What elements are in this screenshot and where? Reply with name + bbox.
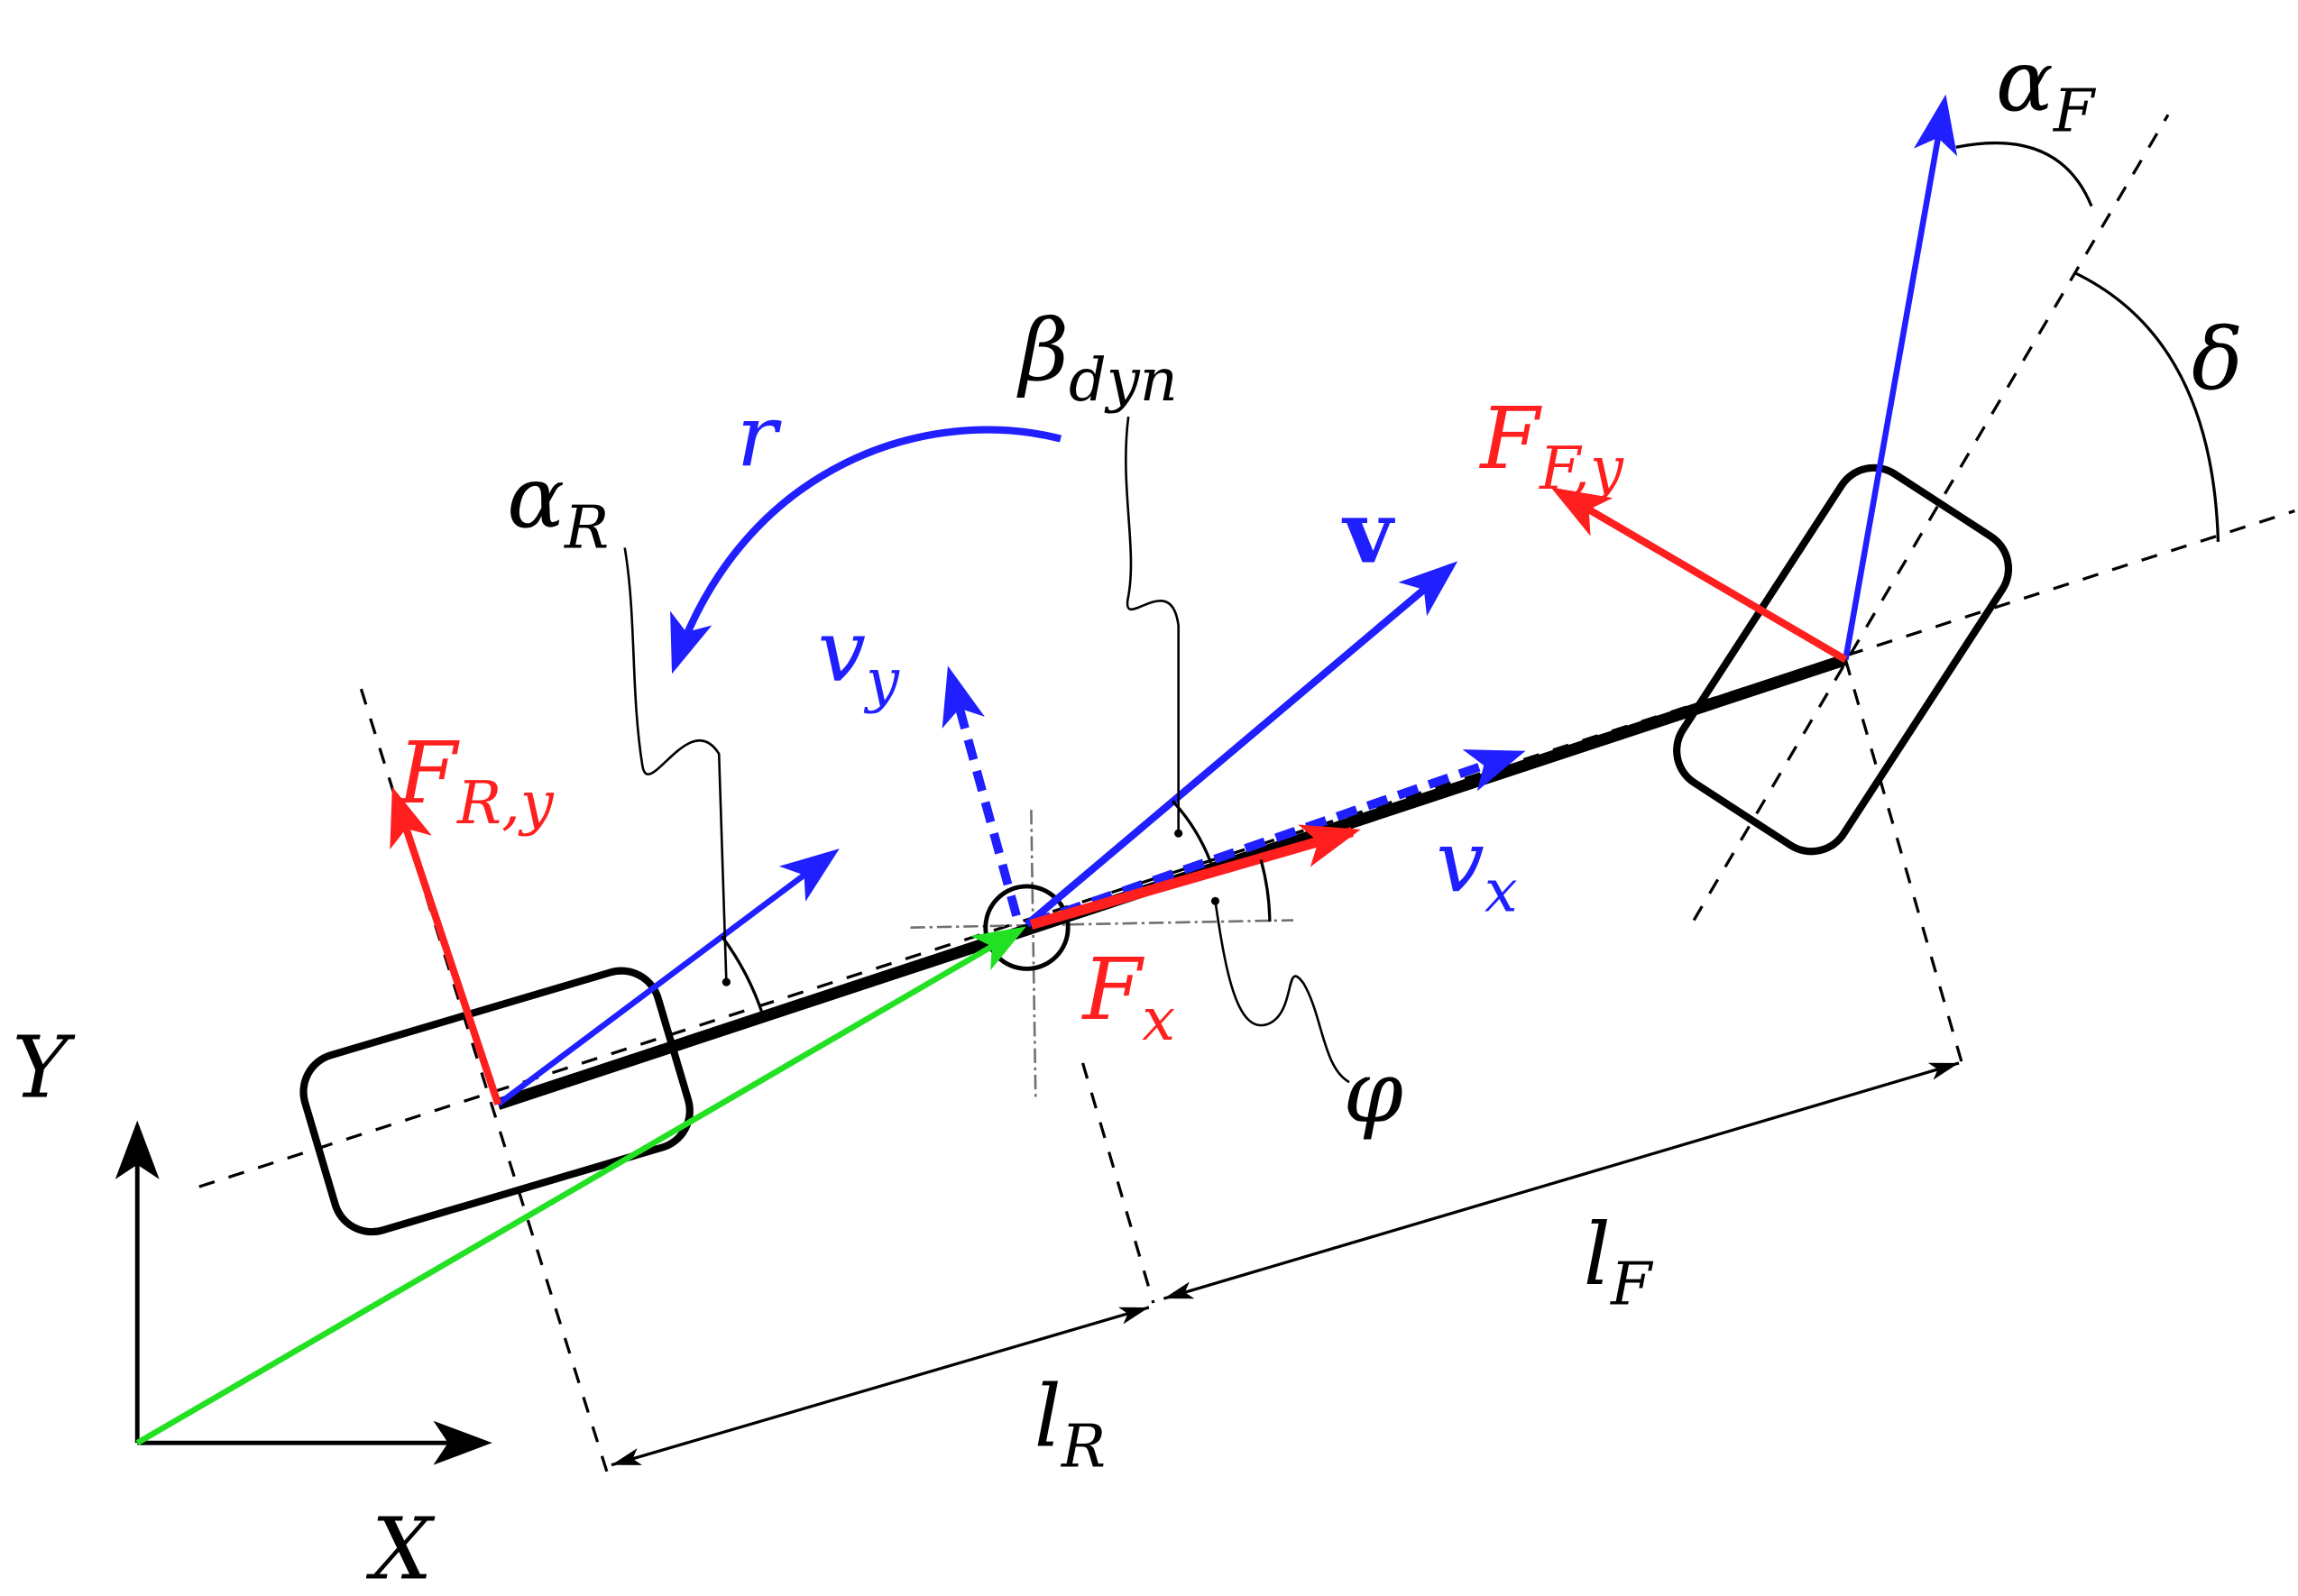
delta-symbol: δ bbox=[2192, 310, 2243, 409]
yaw-rate-label: r bbox=[737, 387, 782, 486]
rear-length-dimension-arrow bbox=[611, 1306, 1150, 1467]
beta-subscript: dyn bbox=[1069, 346, 1178, 415]
alpha-r-label: αR bbox=[507, 449, 609, 563]
front-length-subscript: F bbox=[1610, 1251, 1654, 1319]
alpha-f-angle-arc bbox=[1955, 141, 2093, 207]
x-axis-symbol: X bbox=[365, 1500, 436, 1596]
alpha-r-subscript: R bbox=[564, 493, 609, 562]
phi-symbol: φ bbox=[1344, 1043, 1403, 1142]
alpha-r-leader-dot bbox=[722, 977, 731, 986]
rear-velocity-arrow bbox=[496, 848, 840, 1107]
y-axis-label: Y bbox=[12, 1018, 76, 1117]
lateral-velocity-symbol: v bbox=[818, 601, 866, 701]
delta-label: δ bbox=[2192, 310, 2243, 409]
rear-lateral-force-label: FR,y bbox=[396, 724, 555, 838]
front-lateral-force-label: FF,y bbox=[1478, 390, 1624, 503]
longitudinal-velocity-symbol: v bbox=[1436, 812, 1485, 912]
phi-leader-line bbox=[1214, 901, 1350, 1084]
front-lateral-force-symbol: F bbox=[1478, 390, 1542, 489]
beta-dyn-leader-line bbox=[1125, 416, 1180, 834]
beta-dyn-label: βdyn bbox=[1016, 301, 1178, 415]
y-axis-symbol: Y bbox=[12, 1018, 76, 1117]
x-axis-label: X bbox=[365, 1500, 436, 1596]
front-velocity-arrow bbox=[1843, 94, 1958, 661]
front-lateral-force-subscript: F,y bbox=[1539, 435, 1624, 503]
rear-length-subscript: R bbox=[1061, 1412, 1106, 1481]
beta-dyn-angle-arc bbox=[1171, 800, 1213, 864]
steering-direction-dashed-line bbox=[1692, 114, 2170, 922]
alpha-r-leader-line bbox=[623, 547, 728, 983]
alpha-r-angle-arc bbox=[721, 935, 765, 1017]
longitudinal-velocity-label: vx bbox=[1436, 812, 1517, 926]
velocity-symbol: v bbox=[1342, 483, 1396, 583]
front-length-symbol: l bbox=[1584, 1206, 1611, 1305]
cg-perpendicular-dashed-line bbox=[1080, 1062, 1155, 1304]
body-axis-dashed-line bbox=[198, 509, 2295, 1188]
delta-angle-arc bbox=[2073, 271, 2220, 542]
lateral-velocity-subscript: y bbox=[863, 647, 900, 715]
rear-lateral-force-symbol: F bbox=[396, 724, 460, 823]
front-length-label: lF bbox=[1584, 1206, 1654, 1319]
longitudinal-velocity-arrow bbox=[1029, 749, 1526, 928]
beta-symbol: β bbox=[1016, 301, 1069, 400]
cg-horizontal-reference-line bbox=[910, 919, 1294, 929]
position-vector-arrow bbox=[135, 926, 1026, 1446]
rear-length-label: lR bbox=[1034, 1367, 1106, 1481]
phi-leader-dot bbox=[1210, 896, 1220, 905]
longitudinal-force-arrow bbox=[1029, 824, 1361, 930]
rear-lateral-force-arrow bbox=[390, 786, 502, 1105]
alpha-r-symbol: α bbox=[507, 449, 565, 548]
front-lateral-force-arrow bbox=[1550, 487, 1848, 664]
front-length-dimension-arrow bbox=[1163, 1061, 1960, 1300]
beta-dyn-leader-dot bbox=[1174, 829, 1183, 838]
velocity-label: v bbox=[1342, 483, 1396, 583]
rear-lateral-force-subscript: R,y bbox=[456, 769, 555, 838]
lateral-velocity-arrow bbox=[942, 665, 1021, 917]
front-perpendicular-dashed-line bbox=[1843, 659, 1963, 1064]
lateral-velocity-label: vy bbox=[818, 601, 901, 715]
longitudinal-force-symbol: F bbox=[1081, 940, 1145, 1040]
alpha-f-label: αF bbox=[1996, 32, 2097, 145]
alpha-f-symbol: α bbox=[1996, 32, 2054, 131]
yaw-rate-symbol: r bbox=[737, 387, 782, 486]
phi-angle-arc bbox=[1259, 859, 1272, 922]
longitudinal-velocity-subscript: x bbox=[1485, 858, 1518, 926]
longitudinal-force-label: Fx bbox=[1081, 940, 1176, 1054]
velocity-vector-arrow bbox=[1024, 561, 1458, 928]
longitudinal-force-subscript: x bbox=[1142, 986, 1175, 1054]
rear-length-symbol: l bbox=[1034, 1367, 1062, 1466]
phi-label: φ bbox=[1344, 1043, 1403, 1142]
cg-vertical-reference-line bbox=[1030, 810, 1037, 1097]
yaw-rate-arrow bbox=[670, 426, 1062, 674]
alpha-f-subscript: F bbox=[2053, 77, 2097, 145]
